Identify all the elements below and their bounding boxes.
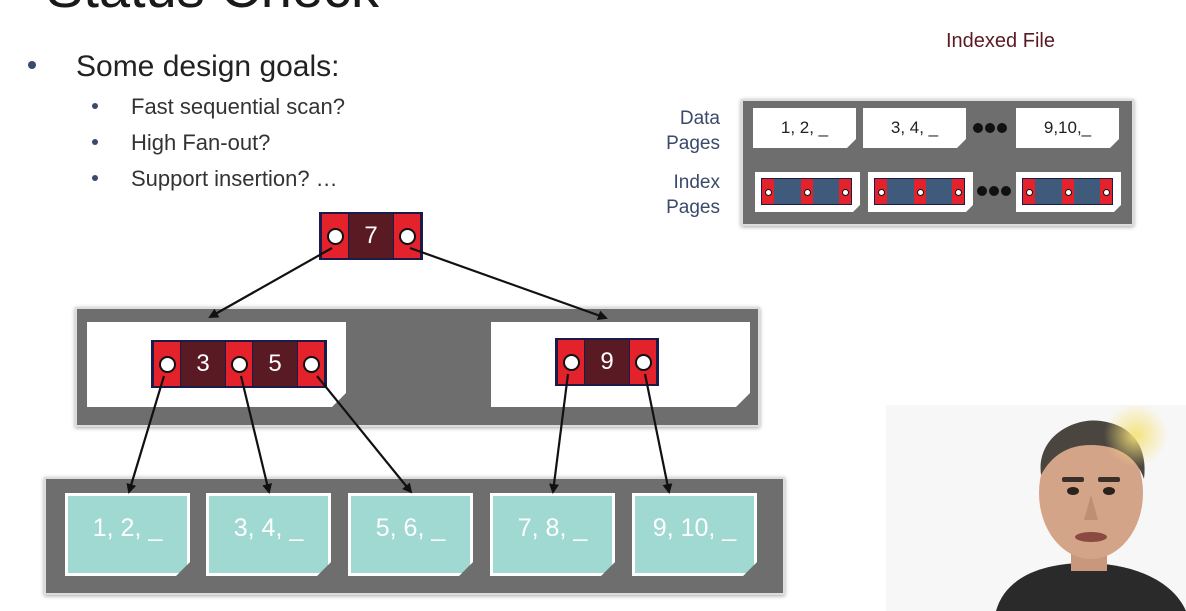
node-key: 9 xyxy=(585,340,629,384)
arrow xyxy=(126,375,166,494)
internal-node-right: 9 xyxy=(555,338,659,386)
leaf-page: 7, 8, _ xyxy=(490,493,615,576)
bullet-dot xyxy=(92,175,98,181)
bullet-dot xyxy=(92,139,98,145)
leaf-text: 1, 2, _ xyxy=(92,514,163,542)
sub-bullet-text: Support insertion? … xyxy=(131,166,338,191)
data-pages-label: Data Pages xyxy=(650,106,720,156)
index-page xyxy=(868,172,973,212)
index-pages-label: Index Pages xyxy=(650,170,720,220)
sub-bullet-text: Fast sequential scan? xyxy=(131,94,346,119)
leaf-page: 5, 6, _ xyxy=(348,493,473,576)
presenter-image xyxy=(886,405,1186,611)
legend-title: Indexed File xyxy=(946,30,1055,52)
arrow xyxy=(316,375,413,494)
node-key: 5 xyxy=(253,342,297,386)
data-page: 9,10,_ xyxy=(1016,108,1119,148)
pointer-slot xyxy=(629,340,657,384)
arrow xyxy=(549,373,570,494)
leaf-text: 7, 8, _ xyxy=(517,514,588,542)
node-key: 3 xyxy=(181,342,225,386)
pointer-slot xyxy=(557,340,585,384)
arrow xyxy=(409,246,608,321)
index-page xyxy=(1016,172,1121,212)
label-line: Pages xyxy=(666,133,720,154)
main-bullet-text: Some design goals: xyxy=(76,50,340,83)
label-line: Data xyxy=(679,108,720,129)
arrow xyxy=(239,375,272,494)
arrow xyxy=(208,247,333,318)
pointer-slot xyxy=(153,342,181,386)
leaf-text: 9, 10, _ xyxy=(652,514,737,542)
label-line: Index xyxy=(673,172,720,193)
leaf-text: 3, 4, _ xyxy=(233,514,304,542)
index-page xyxy=(755,172,860,212)
slide-title: Status Check xyxy=(46,0,379,16)
mini-index-node xyxy=(761,178,852,205)
ellipsis-icon xyxy=(973,123,1007,133)
bullet-dot xyxy=(92,103,98,109)
bullet-dot xyxy=(28,61,36,69)
data-page: 3, 4, _ xyxy=(863,108,966,148)
pointer-slot xyxy=(225,342,253,386)
leaf-page: 1, 2, _ xyxy=(65,493,190,576)
mini-index-node xyxy=(1022,178,1113,205)
leaf-page: 3, 4, _ xyxy=(206,493,331,576)
mini-index-node xyxy=(874,178,965,205)
leaf-page: 9, 10, _ xyxy=(632,493,757,576)
sub-bullet-text: High Fan-out? xyxy=(131,130,271,155)
ellipsis-icon xyxy=(977,186,1011,196)
data-page: 1, 2, _ xyxy=(753,108,856,148)
leaf-text: 5, 6, _ xyxy=(375,514,446,542)
node-key: 7 xyxy=(349,214,393,258)
arrow xyxy=(643,373,673,494)
label-line: Pages xyxy=(666,197,720,218)
presenter-video xyxy=(886,405,1186,611)
